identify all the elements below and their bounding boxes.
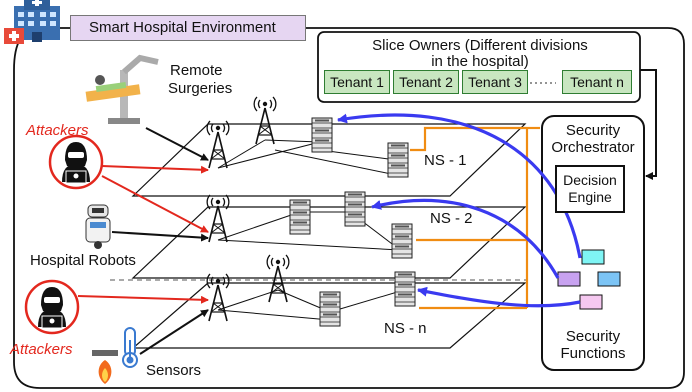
slice-label-n: NS - n [384,320,427,337]
page-title: Smart Hospital Environment [70,15,306,41]
attackers-label-top: Attackers [26,122,89,139]
hacker-icon [24,279,80,335]
hacker-icon [48,134,104,190]
security-orchestrator-label-line2: Orchestrator [551,139,635,156]
antenna-icon [206,273,230,322]
security-function-block [557,271,581,287]
security-functions-label-line2: Functions [560,345,626,362]
hospital-robot-icon [85,204,111,249]
security-function-block [581,249,605,265]
tenant-1: Tenant 1 [324,70,390,94]
environment-frame [13,27,685,389]
tenant-3: Tenant 3 [462,70,528,94]
attack-arrows [77,165,209,304]
control-arrows [337,113,582,308]
thermometer-icon [122,327,138,368]
antenna-icon [253,96,277,145]
tenant-2: Tenant 2 [393,70,459,94]
decision-engine-label-line2: Engine [568,189,612,205]
slice-n-links [217,289,405,321]
server-rack-icon [391,223,413,259]
security-function-block [579,294,603,310]
slice-1-links [217,139,397,176]
server-rack-icon [311,117,333,153]
owners-to-orchestrator-arrow [640,69,657,180]
device-arrows [111,127,209,355]
slice-owners-heading-line1: Slice Owners (Different divisions [372,37,588,54]
slice-label-2: NS - 2 [430,210,473,227]
slice-label-1: NS - 1 [424,152,467,169]
server-rack-icon [394,271,416,307]
slice-owners-heading-line2: in the hospital) [431,53,529,70]
security-function-block [597,271,621,287]
server-rack-icon [387,142,409,178]
remote-surgeries-label-line2: Surgeries [168,80,233,97]
attackers-label-bottom: Attackers [10,341,73,358]
security-functions-label-line1: Security [565,328,621,345]
slice-plane-n [131,282,527,349]
tenant-n: Tenant n [562,70,632,94]
remote-surgeries-label-line1: Remote [170,62,223,79]
antenna-icon [206,194,230,243]
slice-plane-2 [131,206,527,279]
server-rack-icon [319,291,341,327]
decision-engine-label-line1: Decision [563,172,617,188]
antenna-icon [206,120,230,169]
sensors-label: Sensors [146,362,202,379]
server-rack-icon [289,199,311,235]
hospital-robots-label: Hospital Robots [30,252,136,269]
decision-engine-box: Decision Engine [555,165,625,213]
security-orchestrator-label-line1: Security [565,122,621,139]
surgical-robot-icon [85,54,159,124]
fire-sensor-icon [92,350,118,384]
server-rack-icon [344,191,366,227]
slice-plane-1 [131,123,527,197]
hospital-icon [4,0,60,44]
